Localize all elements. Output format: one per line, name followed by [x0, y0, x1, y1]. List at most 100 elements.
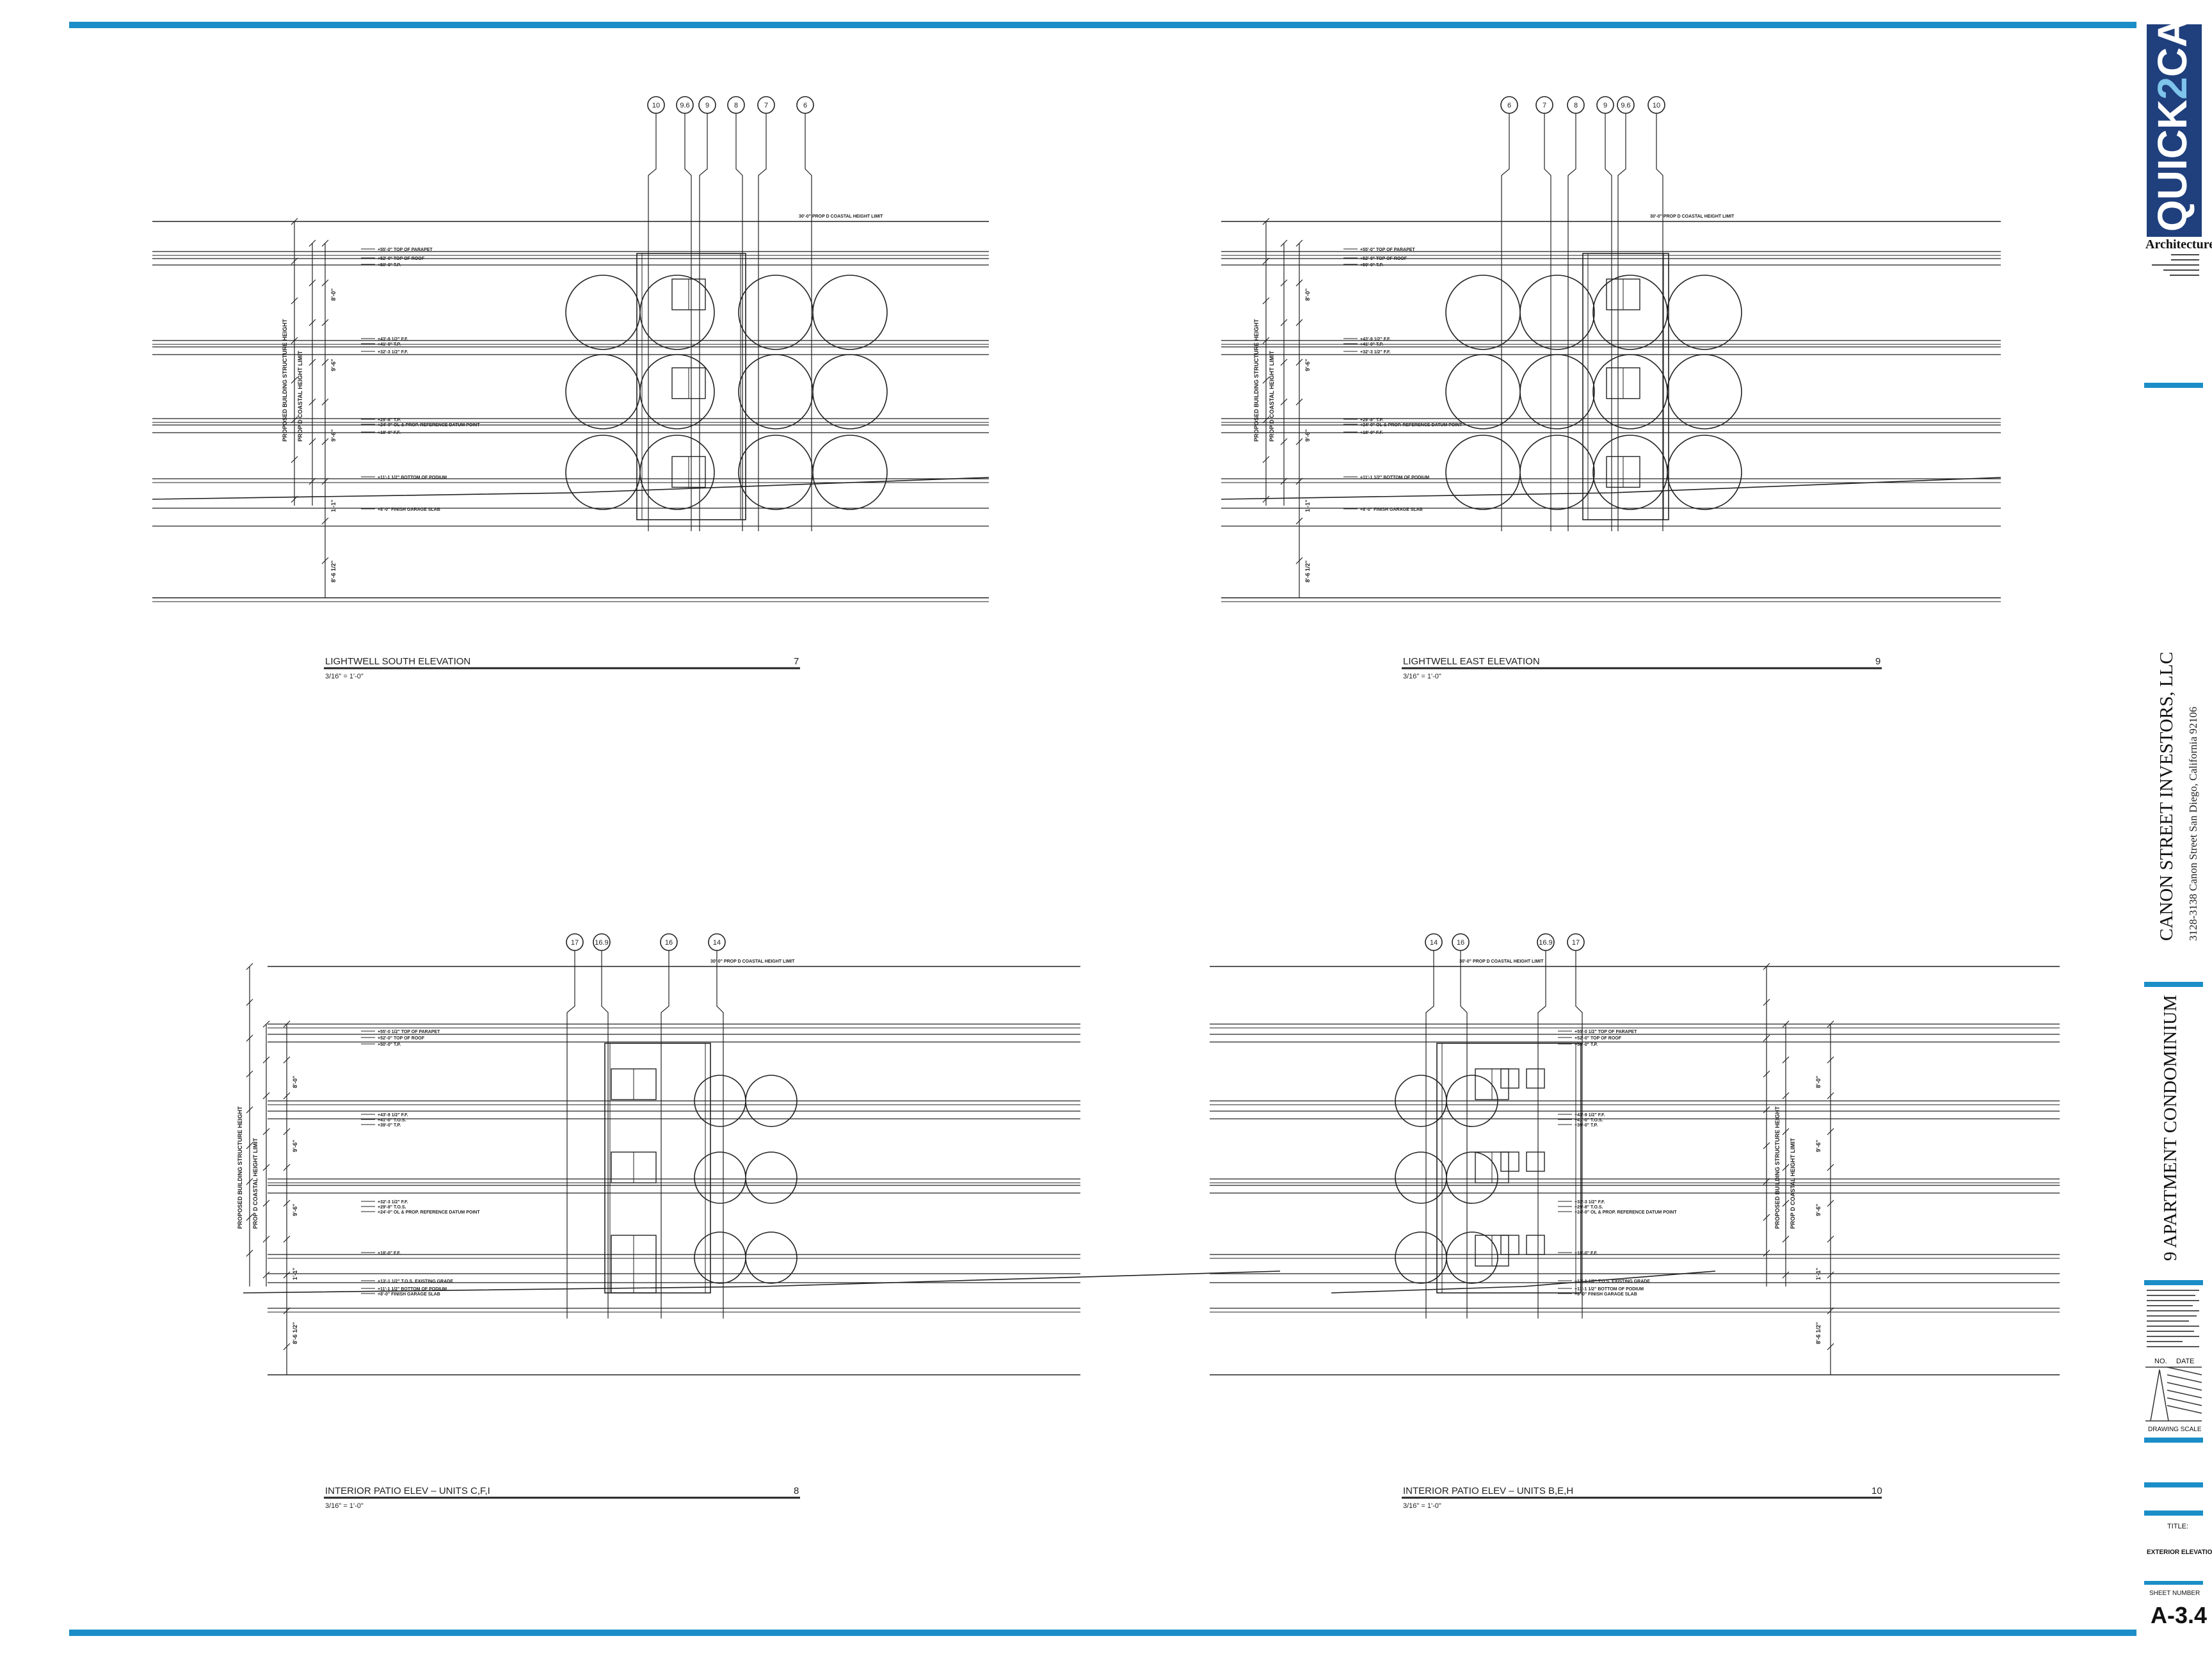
dimension-tick: [283, 1271, 291, 1279]
elevation-view-2: 30'-0" PROP D COASTAL HEIGHT LIMIT+55'-0…: [1221, 96, 2001, 680]
dimension-tick: [283, 1307, 291, 1315]
dimension-caption: PROP D COASTAL HEIGHT LIMIT: [252, 1137, 259, 1229]
elevation-label: +55'-0 1/2" TOP OF PARAPET: [378, 1030, 440, 1034]
elevation-label: +43'-9 1/2" F.F.: [1360, 337, 1391, 342]
grid-label: 14: [1430, 939, 1438, 947]
dimension-text: 8'-6 1/2": [1815, 1322, 1822, 1344]
dimension-text: 8'-6 1/2": [292, 1322, 298, 1344]
dimension-text: 8'-0": [1304, 289, 1311, 301]
elevation-label: +18'-0" F.F.: [378, 1251, 401, 1256]
view-title: LIGHTWELL SOUTH ELEVATION: [325, 656, 470, 667]
dimension-tick: [262, 1092, 270, 1100]
dimension-tick: [309, 438, 316, 445]
elevation-label: +13'-1 1/2" T.O.S. EXISTING GRADE: [1575, 1279, 1650, 1284]
logo-mid: 2: [2149, 77, 2195, 100]
dimension-tick: [321, 358, 329, 366]
dimension-tick: [246, 963, 253, 970]
dimension-tick: [1262, 257, 1270, 265]
logo-box: [2147, 24, 2202, 237]
dimension-tick: [291, 456, 298, 463]
elevation-label: +29'-8" T.O.S.: [1575, 1205, 1603, 1210]
railing-loop: [694, 1231, 797, 1284]
dimension-tick: [1763, 1070, 1770, 1078]
revision-table: NO. DATE DRAWING SCALE: [2145, 1358, 2202, 1433]
dimension-tick: [262, 1271, 270, 1279]
railing-loop: [694, 1151, 797, 1204]
dimension-text: 1'-1": [1304, 500, 1311, 512]
dimension-tick: [246, 1178, 253, 1185]
height-limit-label: 30'-0" PROP D COASTAL HEIGHT LIMIT: [710, 959, 795, 964]
grade-line: [243, 1270, 1281, 1294]
elevation-label: +52'-0" TOP OF ROOF: [1575, 1036, 1622, 1041]
project-name: 9 APARTMENT CONDOMINIUM: [2160, 995, 2181, 1261]
elevation-view-4: 30'-0" PROP D COASTAL HEIGHT LIMIT+55'-0…: [1210, 933, 2060, 1510]
railing-loop: [1445, 354, 1595, 429]
view-scale: 3/16" = 1'-0": [325, 673, 364, 680]
dimension-tick: [1827, 1056, 1834, 1064]
grid-label: 9.6: [680, 102, 689, 109]
window-unit-small: [1500, 1151, 1519, 1172]
dimension-tick: [1782, 1128, 1790, 1135]
dimension-caption: PROP D COASTAL HEIGHT LIMIT: [1790, 1137, 1796, 1229]
railing-loop: [565, 275, 715, 350]
window-unit-small: [1500, 1068, 1519, 1089]
dimension-tick: [291, 218, 298, 225]
dimension-caption: PROPOSED BUILDING STRUCTURE HEIGHT: [282, 319, 288, 442]
dimension-tick: [1782, 1020, 1790, 1028]
dimension-tick: [262, 1164, 270, 1171]
firm-name: Architecture: [2145, 237, 2212, 252]
dimension-tick: [1782, 1092, 1790, 1100]
dimension-tick: [1782, 1235, 1790, 1243]
dimension-caption: PROPOSED BUILDING STRUCTURE HEIGHT: [1774, 1106, 1781, 1229]
dimension-tick: [246, 1142, 253, 1150]
elevation-label: +18'-0" F.F.: [1360, 431, 1383, 435]
dimension-tick: [246, 1214, 253, 1221]
dimension-tick: [283, 1235, 291, 1243]
elevation-label: +39'-0" T.P.: [1575, 1123, 1598, 1128]
view-title: INTERIOR PATIO ELEV – UNITS C,F,I: [325, 1486, 490, 1496]
dimension-tick: [1827, 1343, 1834, 1350]
window-unit-small: [1526, 1151, 1545, 1172]
window-unit-small: [1500, 1235, 1519, 1255]
window-unit-small: [1526, 1235, 1545, 1255]
dimension-tick: [1262, 416, 1270, 424]
railing-loop: [1592, 354, 1742, 429]
dimension-tick: [1827, 1092, 1834, 1100]
elevation-label: +41'-0" T.O.S.: [378, 1118, 406, 1123]
dimension-tick: [1280, 239, 1288, 247]
dimension-text: 9'-6": [1304, 429, 1311, 442]
elevation-label: +29'-8" T.O.S.: [378, 1205, 406, 1210]
top-border-bar: [69, 22, 2136, 28]
dimension-caption: PROP D COASTAL HEIGHT LIMIT: [297, 350, 303, 442]
dimension-tick: [1763, 1249, 1770, 1257]
dimension-tick: [262, 1020, 270, 1028]
elevation-label: +11'-1 1/2" BOTTOM OF PODIUM: [1360, 476, 1429, 480]
elevation-label: +24'-0" OL & PROP. REFERENCE DATUM POINT: [1360, 423, 1463, 428]
grid-label: 17: [1572, 939, 1580, 947]
dimension-tick: [1262, 495, 1270, 503]
dimension-tick: [1827, 1199, 1834, 1207]
dimension-tick: [246, 1249, 253, 1257]
grid-label: 10: [652, 102, 660, 109]
dimension-text: 9'-6": [1815, 1140, 1822, 1152]
railing-loop: [694, 1075, 797, 1127]
dimension-tick: [321, 557, 329, 565]
elevation-views: 30'-0" PROP D COASTAL HEIGHT LIMIT +55'-0…: [152, 96, 2060, 1510]
grade-line: [152, 477, 990, 500]
elevation-label: +32'-3 1/2" F.F.: [1575, 1200, 1605, 1205]
elevation-label: +43'-9 1/2" F.F.: [378, 1113, 408, 1118]
client-address: 3128-3138 Canon Street San Diego, Califo…: [2187, 707, 2199, 941]
view-scale: 3/16" = 1'-0": [1403, 673, 1441, 680]
dimension-tick: [1295, 279, 1303, 287]
dimension-tick: [291, 416, 298, 424]
elevation-label: +55'-0 1/2" TOP OF PARAPET: [1575, 1030, 1637, 1034]
bottom-border-bar: [69, 1630, 2136, 1636]
building-outline: [636, 253, 746, 520]
railing-loop: [738, 435, 888, 510]
tb-bar-3: [2144, 1280, 2203, 1285]
dimension-tick: [1827, 1128, 1834, 1135]
dimension-tick: [321, 319, 329, 326]
dimension-tick: [1280, 477, 1288, 485]
railing-loop: [738, 275, 888, 350]
